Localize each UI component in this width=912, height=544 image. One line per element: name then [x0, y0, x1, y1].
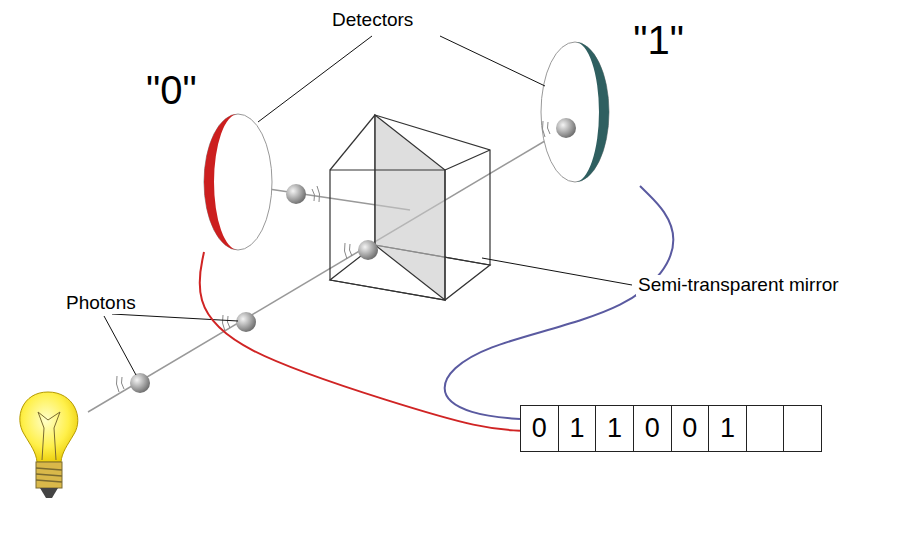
bit-cell: 1: [559, 406, 597, 451]
signal-wire: [200, 252, 520, 431]
bit-cell: 0: [634, 406, 672, 451]
empty-cell: [784, 406, 821, 451]
callout-label: Photons: [64, 293, 138, 314]
detector: "1": [540, 16, 690, 186]
bit-cell: 0: [672, 406, 710, 451]
detector-label: "0": [146, 70, 197, 110]
empty-cell: [747, 406, 785, 451]
callout-label: Semi-transparent mirror: [636, 275, 841, 296]
signal-wire: [445, 186, 674, 419]
beam-splitter-cube: [330, 115, 490, 300]
detector-label: "1": [633, 20, 684, 60]
callout-label: Detectors: [330, 10, 415, 31]
detector: "0": [140, 66, 280, 252]
beam: [88, 132, 560, 412]
detector-1: [541, 42, 609, 182]
detector-0: [204, 114, 272, 250]
bit-register: 011001: [520, 405, 822, 452]
bit-cell: 0: [521, 406, 559, 451]
photons: [116, 118, 576, 393]
bit-cell: 1: [596, 406, 634, 451]
leader-lines: [104, 36, 632, 375]
light-bulb: [20, 392, 78, 498]
bit-cell: 1: [709, 406, 747, 451]
